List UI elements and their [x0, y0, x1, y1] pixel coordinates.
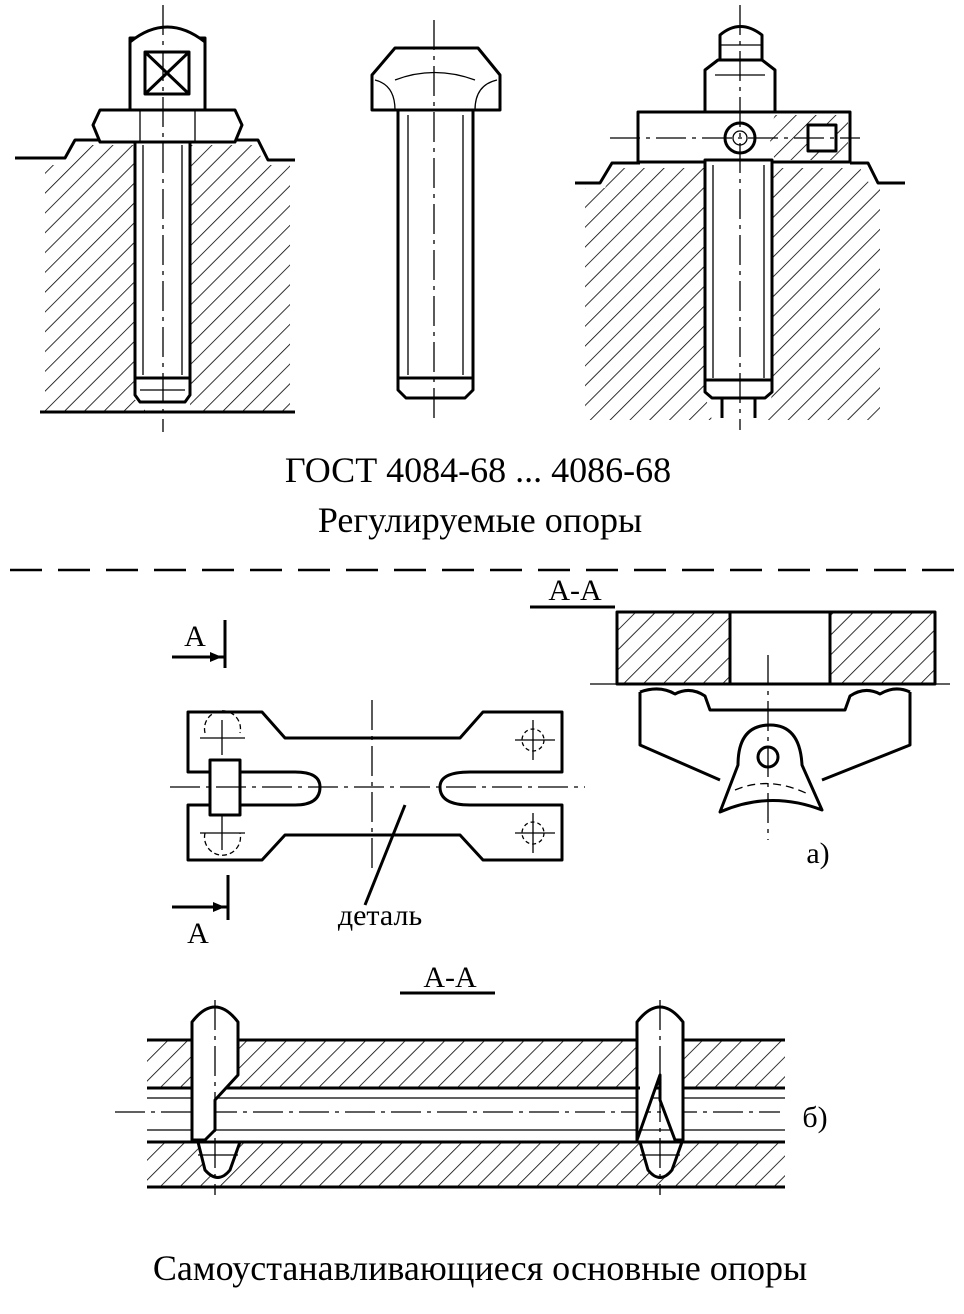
adjustable-support-with-lock [575, 5, 905, 430]
adjustable-supports-title: Регулируемые опоры [318, 500, 642, 540]
section-a-label-bottom: А-А [423, 961, 477, 994]
standard-label: ГОСТ 4084-68 ... 4086-68 [285, 450, 671, 490]
cut-mark-bottom: А [187, 917, 209, 950]
variant-b-label: б) [802, 1101, 827, 1134]
adjustable-support-hex-head [370, 20, 502, 418]
adjustable-support-square-head [15, 5, 295, 432]
self-aligning-supports-title: Самоустанавливающиеся основные опоры [153, 1248, 807, 1288]
part-label: деталь [338, 899, 422, 932]
section-view-b: А-А б) [115, 961, 828, 1195]
section-view-a: А-А а) [530, 574, 950, 870]
variant-a-label: а) [806, 837, 829, 870]
section-a-label-top: А-А [548, 574, 602, 607]
part-plan-view: А А деталь [170, 620, 585, 950]
cut-mark-top: А [184, 620, 206, 653]
